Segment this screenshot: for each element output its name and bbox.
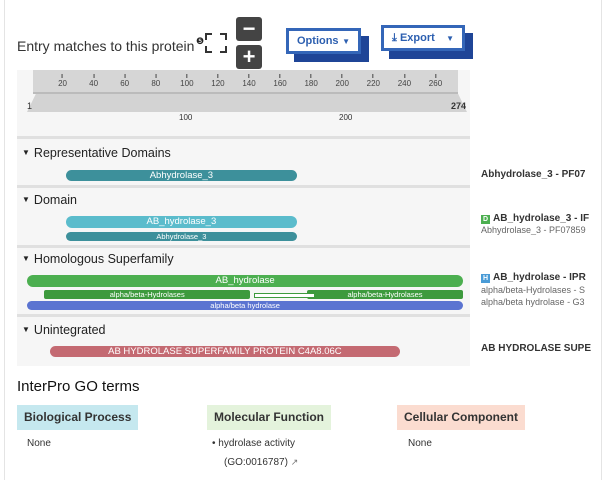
- ruler-tick: 80: [151, 74, 160, 88]
- download-icon: ⤓: [392, 31, 397, 44]
- options-dropdown[interactable]: Options▼: [286, 28, 361, 54]
- caret-down-icon: ▼: [446, 33, 454, 43]
- section-title: Entry matches to this protein: [17, 38, 195, 54]
- track-bar[interactable]: AB_hydrolase_3: [65, 216, 297, 228]
- ruler-tick: 60: [120, 74, 129, 88]
- track-gap-connector: [253, 293, 315, 298]
- ruler-tick: 40: [89, 74, 98, 88]
- section-toggle[interactable]: Representative Domains: [22, 146, 171, 160]
- ruler-tick: 260: [429, 74, 442, 88]
- zoom-in-button[interactable]: +: [236, 45, 262, 69]
- entry-link[interactable]: alpha/beta hydrolase - G3: [481, 297, 605, 307]
- ruler-tick: 100: [180, 74, 193, 88]
- end-label: 274: [451, 101, 467, 111]
- entry-label: AB_hydrolase - IPR: [493, 272, 586, 283]
- entry-link[interactable]: alpha/beta-Hydrolases - S: [481, 285, 605, 295]
- section-divider: [17, 185, 470, 188]
- go-term-id: (GO:0016787): [224, 457, 288, 468]
- track-bar[interactable]: AB_hydrolase: [27, 275, 464, 287]
- entry-label: AB HYDROLASE SUPE: [481, 343, 592, 354]
- ruler-tick: 200: [336, 74, 349, 88]
- info-icon[interactable]: ❺: [196, 36, 205, 46]
- export-dropdown[interactable]: ⤓ Export ▼: [381, 25, 465, 51]
- section-divider: [17, 245, 470, 248]
- zoom-out-button[interactable]: −: [236, 17, 262, 41]
- track-bar[interactable]: alpha/beta hydrolase: [27, 301, 464, 310]
- section-divider: [17, 136, 470, 139]
- go-terms-heading: InterPro GO terms: [17, 378, 140, 395]
- overview-bar[interactable]: [27, 94, 467, 112]
- molecular-function-badge: Molecular Function: [207, 405, 332, 430]
- cellular-component-badge: Cellular Component: [397, 405, 526, 430]
- fullscreen-icon[interactable]: [205, 33, 227, 53]
- ruler-tick: 20: [58, 74, 67, 88]
- external-link-icon: ↗: [290, 457, 299, 467]
- overview-tick-100: 100: [179, 113, 193, 122]
- biological-process-value: None: [27, 438, 51, 449]
- section-toggle[interactable]: Unintegrated: [22, 323, 106, 337]
- biological-process-badge: Biological Process: [17, 405, 139, 430]
- export-label-wrap: ⤓ Export: [392, 32, 435, 45]
- entry-link[interactable]: Abhydrolase_3 - PF07: [481, 169, 605, 180]
- entry-link[interactable]: AB HYDROLASE SUPE: [481, 343, 605, 354]
- molecular-function-list: • hydrolase activity (GO:0016787) ↗: [212, 438, 299, 468]
- track-bar[interactable]: Abhydrolase_3: [65, 232, 297, 241]
- export-label: Export: [399, 31, 435, 44]
- track-bar[interactable]: alpha/beta-Hydrolases: [44, 290, 251, 299]
- section-toggle[interactable]: Homologous Superfamily: [22, 252, 174, 266]
- section-divider: [17, 314, 470, 317]
- start-label: 1: [27, 101, 33, 111]
- entry-label: alpha/beta-Hydrolases - S: [481, 285, 586, 295]
- ruler-tick: 160: [273, 74, 286, 88]
- ruler-tick: 220: [367, 74, 380, 88]
- ruler-tick: 120: [211, 74, 224, 88]
- entry-label: AB_hydrolase_3 - IF: [493, 213, 590, 224]
- track-bar[interactable]: Abhydrolase_3: [65, 170, 297, 181]
- section-toggle[interactable]: Domain: [22, 193, 77, 207]
- go-term-link[interactable]: (GO:0016787) ↗: [224, 457, 298, 468]
- entry-label: Abhydrolase_3 - PF07: [481, 169, 586, 180]
- entry-link[interactable]: Abhydrolase_3 - PF07859: [481, 225, 605, 235]
- ruler-tick: 180: [304, 74, 317, 88]
- entry-type-badge: D: [481, 215, 490, 224]
- entry-type-badge: H: [481, 274, 490, 283]
- ruler-tick: 240: [398, 74, 411, 88]
- page-frame: [4, 0, 602, 480]
- track-bar[interactable]: alpha/beta-Hydrolases: [306, 290, 464, 299]
- ruler-tick: 140: [242, 74, 255, 88]
- entry-label: alpha/beta hydrolase - G3: [481, 297, 585, 307]
- track-bar[interactable]: AB HYDROLASE SUPERFAMILY PROTEIN C4A8.06…: [50, 346, 400, 357]
- cellular-component-value: None: [408, 438, 432, 449]
- go-term-name: hydrolase activity: [218, 438, 295, 449]
- entry-label: Abhydrolase_3 - PF07859: [481, 225, 586, 235]
- overview-tick-200: 200: [339, 113, 353, 122]
- options-label: Options: [297, 35, 339, 47]
- caret-down-icon: ▼: [342, 36, 350, 46]
